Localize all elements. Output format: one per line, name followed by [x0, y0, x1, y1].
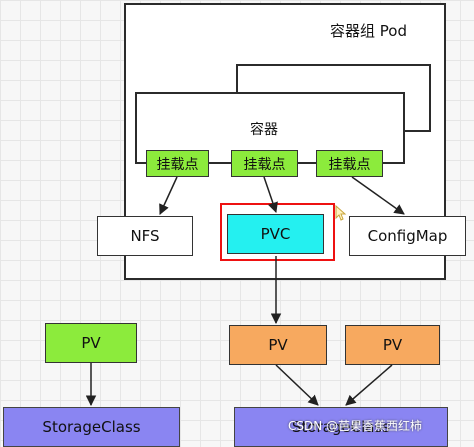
configmap-volume: ConfigMap [349, 216, 466, 256]
mount-point-pvc: 挂载点 [231, 150, 298, 177]
storage-class-left: StorageClass [3, 407, 180, 447]
arrow-mount-to-nfs [159, 176, 178, 215]
pv-middle: PV [229, 325, 327, 365]
pv-right: PV [345, 325, 440, 365]
arrow-mount-to-pvc [263, 176, 278, 213]
storage-class-right: StorageClass [234, 407, 448, 447]
mouse-cursor-icon [335, 205, 347, 221]
nfs-volume: NFS [97, 216, 193, 256]
arrow-mount-to-configmap [351, 176, 405, 215]
pvc-volume: PVC [227, 214, 324, 254]
pv-left: PV [45, 323, 137, 363]
arrow-pv-right-to-storageclass [345, 364, 393, 406]
mount-point-configmap: 挂载点 [316, 150, 383, 177]
arrow-pv-middle-to-storageclass [275, 364, 319, 406]
mount-point-nfs: 挂载点 [146, 150, 209, 177]
pod-label: 容器组 Pod [330, 22, 407, 40]
watermark: CSDN @芭果香蕉西红柿 [288, 419, 423, 433]
container-label: 容器 [250, 122, 278, 138]
